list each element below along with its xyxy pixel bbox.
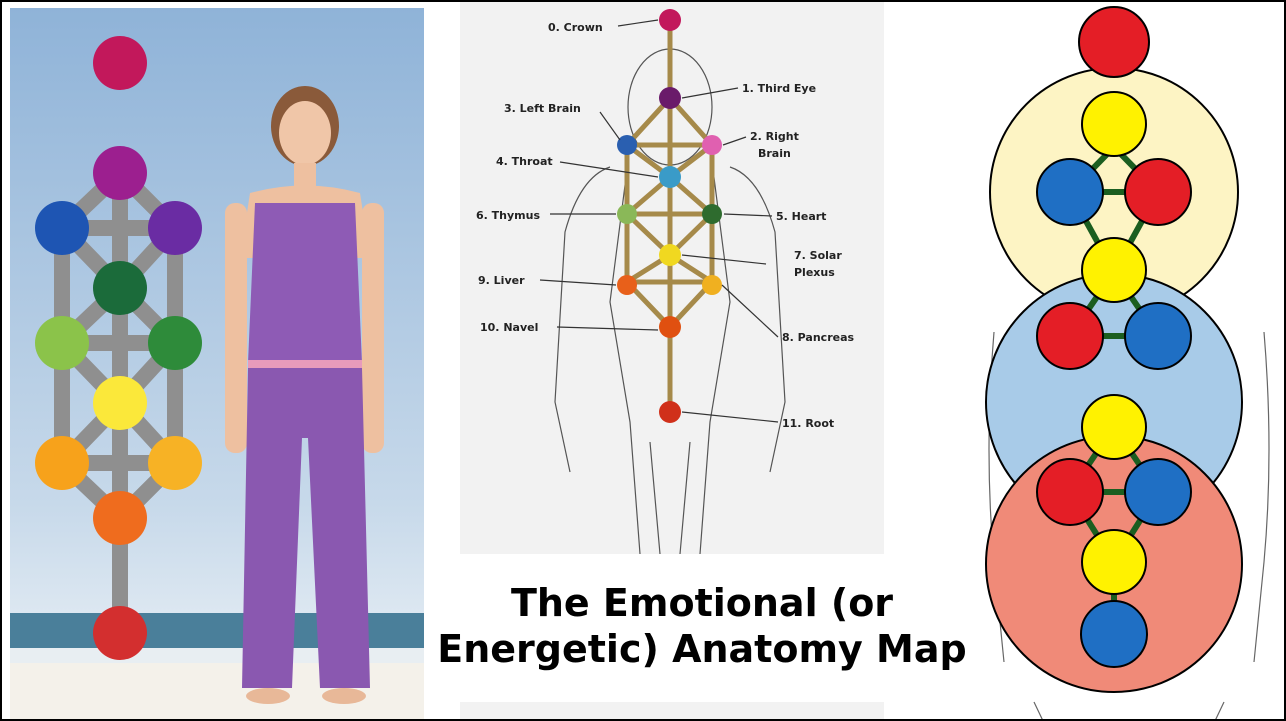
right-diagram-panel [974,2,1284,721]
right-node-yellow-1 [1082,92,1146,156]
diagram-node-solar-plexus [659,244,681,266]
label-navel: 10. Navel [480,321,538,334]
tree-structure [627,20,712,412]
label-heart: 5. Heart [776,210,826,223]
label-root: 11. Root [782,417,834,430]
diagram-node-root [659,401,681,423]
page-title: The Emotional (or Energetic) Anatomy Map [422,580,982,672]
left-photo-panel [10,8,424,719]
diagram-node-navel [659,316,681,338]
leader-lines [540,20,778,422]
diagram-node-pancreas [702,275,722,295]
diagram-node-crown [659,9,681,31]
node-pancreas [148,436,202,490]
node-left-brain [35,201,89,255]
labeled-anatomy-diagram: 0. Crown 1. Third Eye 2. Right Brain 3. … [460,2,884,554]
title-line-1: The Emotional (or [422,580,982,626]
node-solar-plexus [93,376,147,430]
label-liver: 9. Liver [478,274,525,287]
node-heart [148,316,202,370]
node-thymus [35,316,89,370]
label-throat: 4. Throat [496,155,553,168]
right-node-yellow-2 [1082,238,1146,302]
right-node-blue-1 [1037,159,1103,225]
right-node-blue-3 [1125,459,1191,525]
label-right-brain-1: 2. Right [750,130,799,143]
node-right-brain [148,201,202,255]
diagram-node-thymus [617,204,637,224]
diagram-node-throat [659,166,681,188]
label-thymus: 6. Thymus [476,209,540,222]
center-diagram-panel: 0. Crown 1. Third Eye 2. Right Brain 3. … [460,2,884,554]
diagram-node-right-brain [702,135,722,155]
right-node-red-1 [1125,159,1191,225]
label-crown: 0. Crown [548,21,603,34]
right-node-blue-2 [1125,303,1191,369]
title-line-2: Energetic) Anatomy Map [422,626,982,672]
diagram-node-left-brain [617,135,637,155]
label-third-eye: 1. Third Eye [742,82,816,95]
right-node-red-3 [1037,459,1103,525]
node-liver [35,436,89,490]
label-right-brain-2: Brain [758,147,791,160]
right-node-red-2 [1037,303,1103,369]
node-third-eye [93,146,147,200]
right-node-top [1079,7,1149,77]
label-solar-plexus-1: 7. Solar [794,249,842,262]
label-left-brain: 3. Left Brain [504,102,581,115]
center-lower-strip [460,702,884,721]
right-node-yellow-4 [1082,530,1146,594]
left-illustration [10,8,424,719]
right-node-yellow-3 [1082,395,1146,459]
right-node-blue-4 [1081,601,1147,667]
node-crown [93,36,147,90]
node-root [93,606,147,660]
circles-diagram [974,2,1284,721]
node-navel [93,491,147,545]
diagram-node-third-eye [659,87,681,109]
node-throat [93,261,147,315]
diagram-node-liver [617,275,637,295]
diagram-node-heart [702,204,722,224]
label-pancreas: 8. Pancreas [782,331,855,344]
label-solar-plexus-2: Plexus [794,266,835,279]
